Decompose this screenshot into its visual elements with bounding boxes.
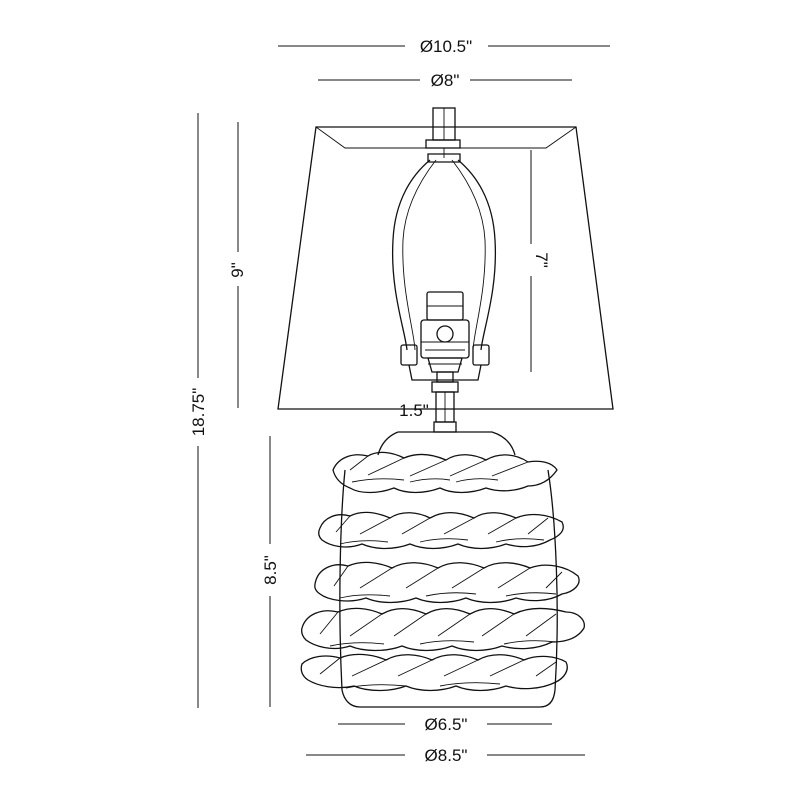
harp: [391, 153, 497, 381]
dim-overall-height: 18.75": [189, 113, 208, 708]
label-overall-height: 18.75": [189, 388, 208, 437]
neck: [431, 371, 459, 433]
label-shade-bottom-diameter: Ø8": [431, 71, 460, 90]
ruffled-base: [300, 431, 585, 708]
label-base-height: 8.5": [261, 555, 280, 585]
dim-base-height: 8.5": [261, 436, 280, 707]
label-shade-top-diameter: Ø10.5": [420, 37, 472, 56]
label-shade-height: 9": [228, 262, 247, 278]
label-base-max-diameter: Ø8.5": [425, 746, 468, 765]
label-base-bottom-diameter: Ø6.5": [425, 715, 468, 734]
dim-shade-height: 9": [228, 122, 247, 408]
label-neck-height: 1.5": [399, 401, 429, 420]
socket: [420, 291, 470, 373]
dim-neck-height: 1.5": [399, 401, 429, 420]
dim-base-bottom-diameter: Ø6.5": [338, 715, 552, 734]
lamp-shade: [277, 126, 614, 410]
dim-shade-bottom-diameter: Ø8": [318, 71, 572, 90]
label-harp-height: 7": [532, 252, 551, 268]
finial: [425, 107, 461, 158]
dim-harp-height: 7": [530, 150, 551, 372]
dim-base-max-diameter: Ø8.5": [306, 746, 585, 765]
dim-shade-top-diameter: Ø10.5": [278, 37, 610, 56]
